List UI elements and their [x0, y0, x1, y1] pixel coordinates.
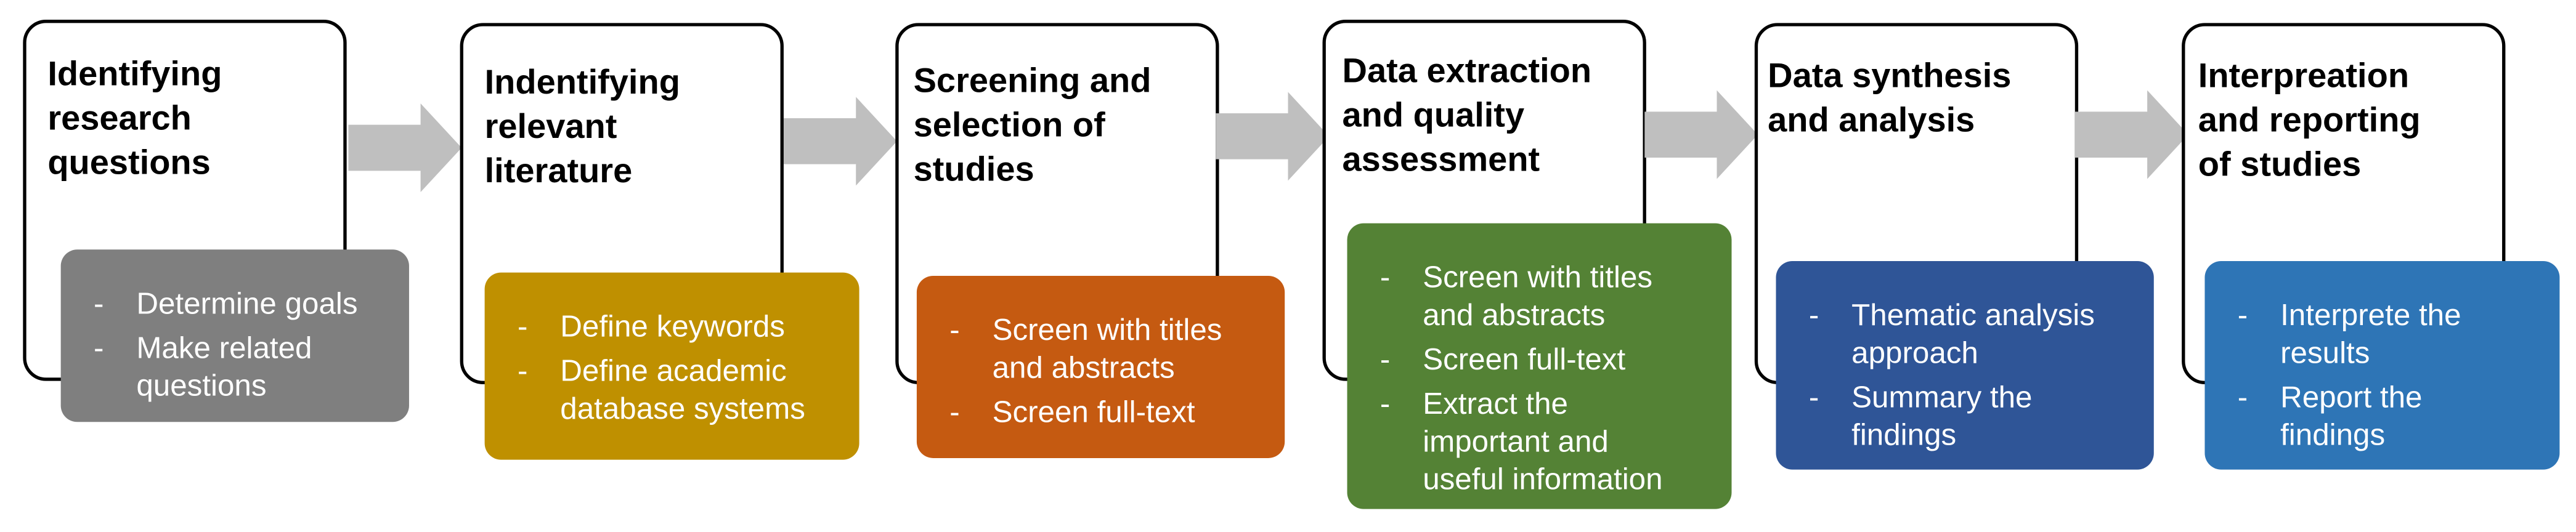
bullet-dash: -: [1808, 297, 1819, 332]
step-2-item: -Define keywords: [485, 307, 859, 345]
bullet-dash: -: [2237, 379, 2248, 414]
step-1-item: -Make related questions: [61, 328, 409, 404]
bullet-dash: -: [2237, 297, 2248, 332]
step-5-item: -Summary the findings: [1776, 377, 2153, 453]
step-3-item: -Screen full-text: [917, 392, 1285, 430]
step-3-details: -Screen with titles and abstracts -Scree…: [916, 275, 1285, 458]
step-6-details: -Interprete the results -Report the find…: [2204, 260, 2560, 470]
bullet-dash: -: [1379, 341, 1391, 376]
arrow-right-icon: [1216, 92, 1330, 181]
bullet-dash: -: [517, 353, 528, 388]
step-1-title: Identifying research questions: [47, 55, 222, 182]
step-6-item: -Report the findings: [2204, 377, 2559, 453]
step-6-item: -Interprete the results: [2204, 296, 2559, 371]
step-5-details: -Thematic analysis approach -Summary the…: [1776, 260, 2154, 470]
step-5-item: -Thematic analysis approach: [1776, 296, 2153, 371]
arrow-right-icon: [2074, 90, 2188, 179]
step-1-item: -Determine goals: [61, 284, 409, 321]
step-1-details: -Determine goals -Make related questions: [60, 249, 409, 422]
step-3-item: -Screen with titles and abstracts: [917, 310, 1285, 386]
step-4-item: -Screen full-text: [1347, 340, 1732, 377]
step-4-details: -Screen with titles and abstracts -Scree…: [1347, 223, 1732, 509]
step-6-title: Interpreation and reporting of studies: [2198, 57, 2421, 184]
step-2-details: -Define keywords -Define academic databa…: [484, 272, 859, 460]
step-2-item: -Define academic database systems: [485, 352, 859, 427]
arrow-right-icon: [1644, 90, 1758, 179]
bullet-dash: -: [93, 329, 104, 365]
step-5-title: Data synthesis and analysis: [1768, 57, 2012, 140]
step-4-item: -Extract the important and useful inform…: [1347, 384, 1732, 498]
step-2-title: Indentifying relevant literature: [484, 63, 680, 191]
step-4-item: -Screen with titles and abstracts: [1347, 258, 1732, 334]
bullet-dash: -: [1379, 385, 1391, 421]
bullet-dash: -: [1808, 379, 1819, 414]
arrow-right-icon: [783, 97, 897, 186]
bullet-dash: -: [517, 308, 528, 344]
bullet-dash: -: [1379, 259, 1391, 294]
step-4-title: Data extraction and quality assessment: [1342, 52, 1592, 179]
step-3-title: Screening and selection of studies: [913, 62, 1152, 189]
bullet-dash: -: [949, 393, 960, 429]
bullet-dash: -: [949, 312, 960, 347]
arrow-right-icon: [348, 103, 462, 192]
bullet-dash: -: [93, 285, 104, 320]
